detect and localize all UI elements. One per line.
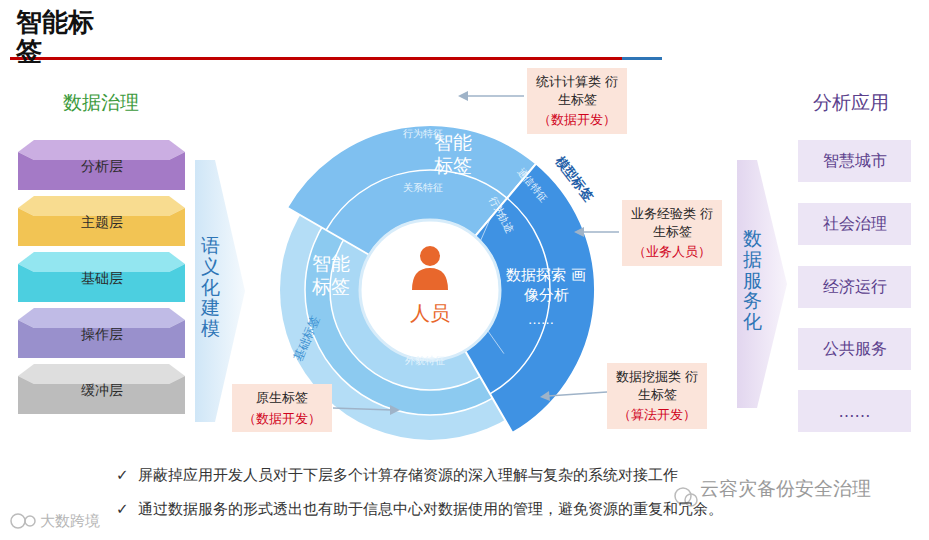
- label: 行为特征: [403, 127, 443, 141]
- chevron-arrow: 语义化建模: [195, 160, 245, 422]
- label: 分析应用: [813, 90, 889, 116]
- label: 数据治理: [63, 90, 139, 116]
- node-text: 经济运行: [823, 277, 887, 298]
- leader-arrow: [333, 96, 619, 410]
- label: 云容灾备份安全治理: [700, 476, 871, 502]
- app-box: ……: [798, 390, 911, 432]
- person-icon: [412, 246, 448, 290]
- node-text: 原生标签: [236, 389, 328, 407]
- chevron-arrow: 数据服务化: [737, 160, 787, 408]
- node-text: 公共服务: [823, 339, 887, 360]
- label: 外貌特征: [405, 354, 445, 368]
- layer-block: 主题层: [18, 196, 185, 250]
- node-text: 基础层: [18, 270, 185, 288]
- label: 大数跨境: [40, 512, 100, 531]
- label: 人员: [410, 300, 450, 327]
- layer-block: 操作层: [18, 308, 185, 362]
- title: 智能标签: [16, 8, 108, 65]
- node-text: 分析层: [18, 158, 185, 176]
- label: 行为轨迹: [485, 194, 516, 236]
- app-box: 智慧城市: [798, 140, 911, 182]
- callout-role: （数据开发）: [531, 111, 623, 129]
- label: ……: [528, 312, 554, 327]
- app-box: 经济运行: [798, 266, 911, 308]
- tag-callout: 原生标签 （数据开发）: [232, 384, 332, 432]
- tag-callout: 统计计算类 衍生标签 （数据开发）: [527, 68, 627, 134]
- node-text: 主题层: [18, 214, 185, 232]
- app-box: 社会治理: [798, 203, 911, 245]
- node-text: 智慧城市: [823, 151, 887, 172]
- layer-block: 缓冲层: [18, 364, 185, 418]
- tag-callout: 数据挖掘类 衍生标签 （算法开发）: [607, 363, 707, 429]
- label: 通过数据服务的形式透出也有助于信息中心对数据使用的管理，避免资源的重复和冗余。: [138, 500, 723, 519]
- title-rule: [622, 57, 662, 60]
- label: 通信特征: [514, 165, 550, 205]
- label: 关系特征: [403, 181, 443, 195]
- node-text: 统计计算类 衍生标签: [531, 73, 623, 108]
- label: 模型标签: [551, 153, 597, 205]
- node-text: 数据服务化: [743, 228, 762, 332]
- label: 智能标签: [312, 252, 356, 298]
- app-box: 公共服务: [798, 328, 911, 370]
- node-text: 缓冲层: [18, 382, 185, 400]
- label: ✓: [116, 500, 129, 518]
- arrow-head: [390, 91, 584, 415]
- callout-role: （业务人员）: [626, 243, 718, 261]
- node-text: ……: [839, 402, 871, 421]
- label: 数据探索 画像分析: [506, 266, 586, 305]
- callout-role: （算法开发）: [611, 406, 703, 424]
- node-text: 操作层: [18, 326, 185, 344]
- layer-block: 分析层: [18, 140, 185, 194]
- tag-callout: 业务经验类 衍生标签 （业务人员）: [622, 200, 722, 266]
- callout-role: （数据开发）: [236, 410, 328, 428]
- layer-block: 基础层: [18, 252, 185, 306]
- label: 基础标签: [290, 313, 324, 364]
- node-text: 业务经验类 衍生标签: [626, 205, 718, 240]
- label: 屏蔽掉应用开发人员对于下层多个计算存储资源的深入理解与复杂的系统对接工作: [138, 466, 678, 485]
- label: ✓: [116, 466, 129, 484]
- node-text: 语义化建模: [201, 235, 220, 339]
- node-text: 社会治理: [823, 214, 887, 235]
- title-rule: [10, 57, 622, 60]
- node-text: 数据挖掘类 衍生标签: [611, 368, 703, 403]
